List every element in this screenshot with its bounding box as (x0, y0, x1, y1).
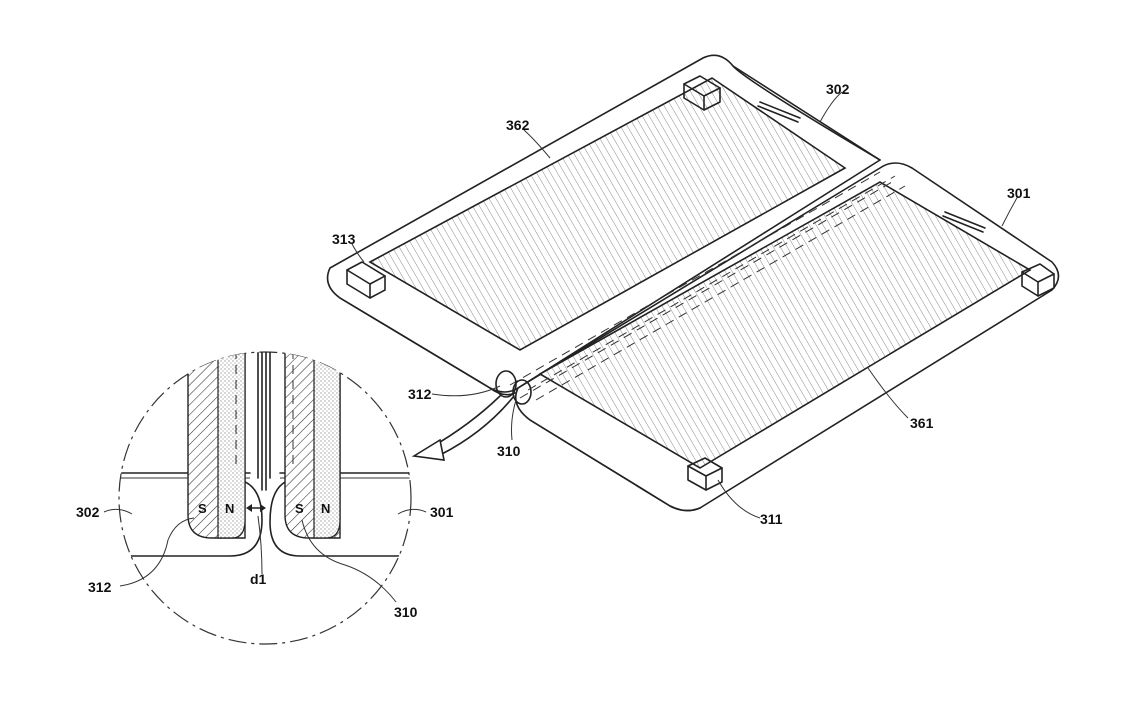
label-312-main: 312 (408, 386, 432, 402)
corner-magnets-301 (687, 263, 1055, 491)
magnet-left-n: N (225, 501, 234, 516)
label-362: 362 (506, 117, 530, 133)
label-302-detail: 302 (76, 504, 100, 520)
label-302-top: 302 (826, 81, 850, 97)
leader-lines-main (351, 91, 1019, 519)
slot-302 (757, 101, 801, 123)
magnet-left-s: S (198, 501, 207, 516)
label-301-top: 301 (1007, 185, 1031, 201)
leader-lines-detail (103, 508, 427, 603)
housing-301 (514, 162, 1060, 512)
label-310-detail: 310 (394, 604, 418, 620)
label-d1: d1 (250, 571, 267, 587)
display-361 (538, 181, 1032, 469)
corner-magnets-302 (346, 75, 721, 299)
detail-arrow (411, 395, 515, 461)
slot-301 (942, 211, 986, 233)
label-301-detail: 301 (430, 504, 454, 520)
magnet-right-s: S (295, 501, 304, 516)
label-313: 313 (332, 231, 356, 247)
detail-view (118, 351, 412, 645)
magnet-right-n: N (321, 501, 330, 516)
label-310-main: 310 (497, 443, 521, 459)
hinge-ends (495, 370, 532, 405)
label-312-detail: 312 (88, 579, 112, 595)
label-311: 311 (760, 511, 783, 527)
hinge-magnets-dashed (509, 171, 906, 401)
display-362 (368, 77, 847, 351)
label-361: 361 (910, 415, 934, 431)
